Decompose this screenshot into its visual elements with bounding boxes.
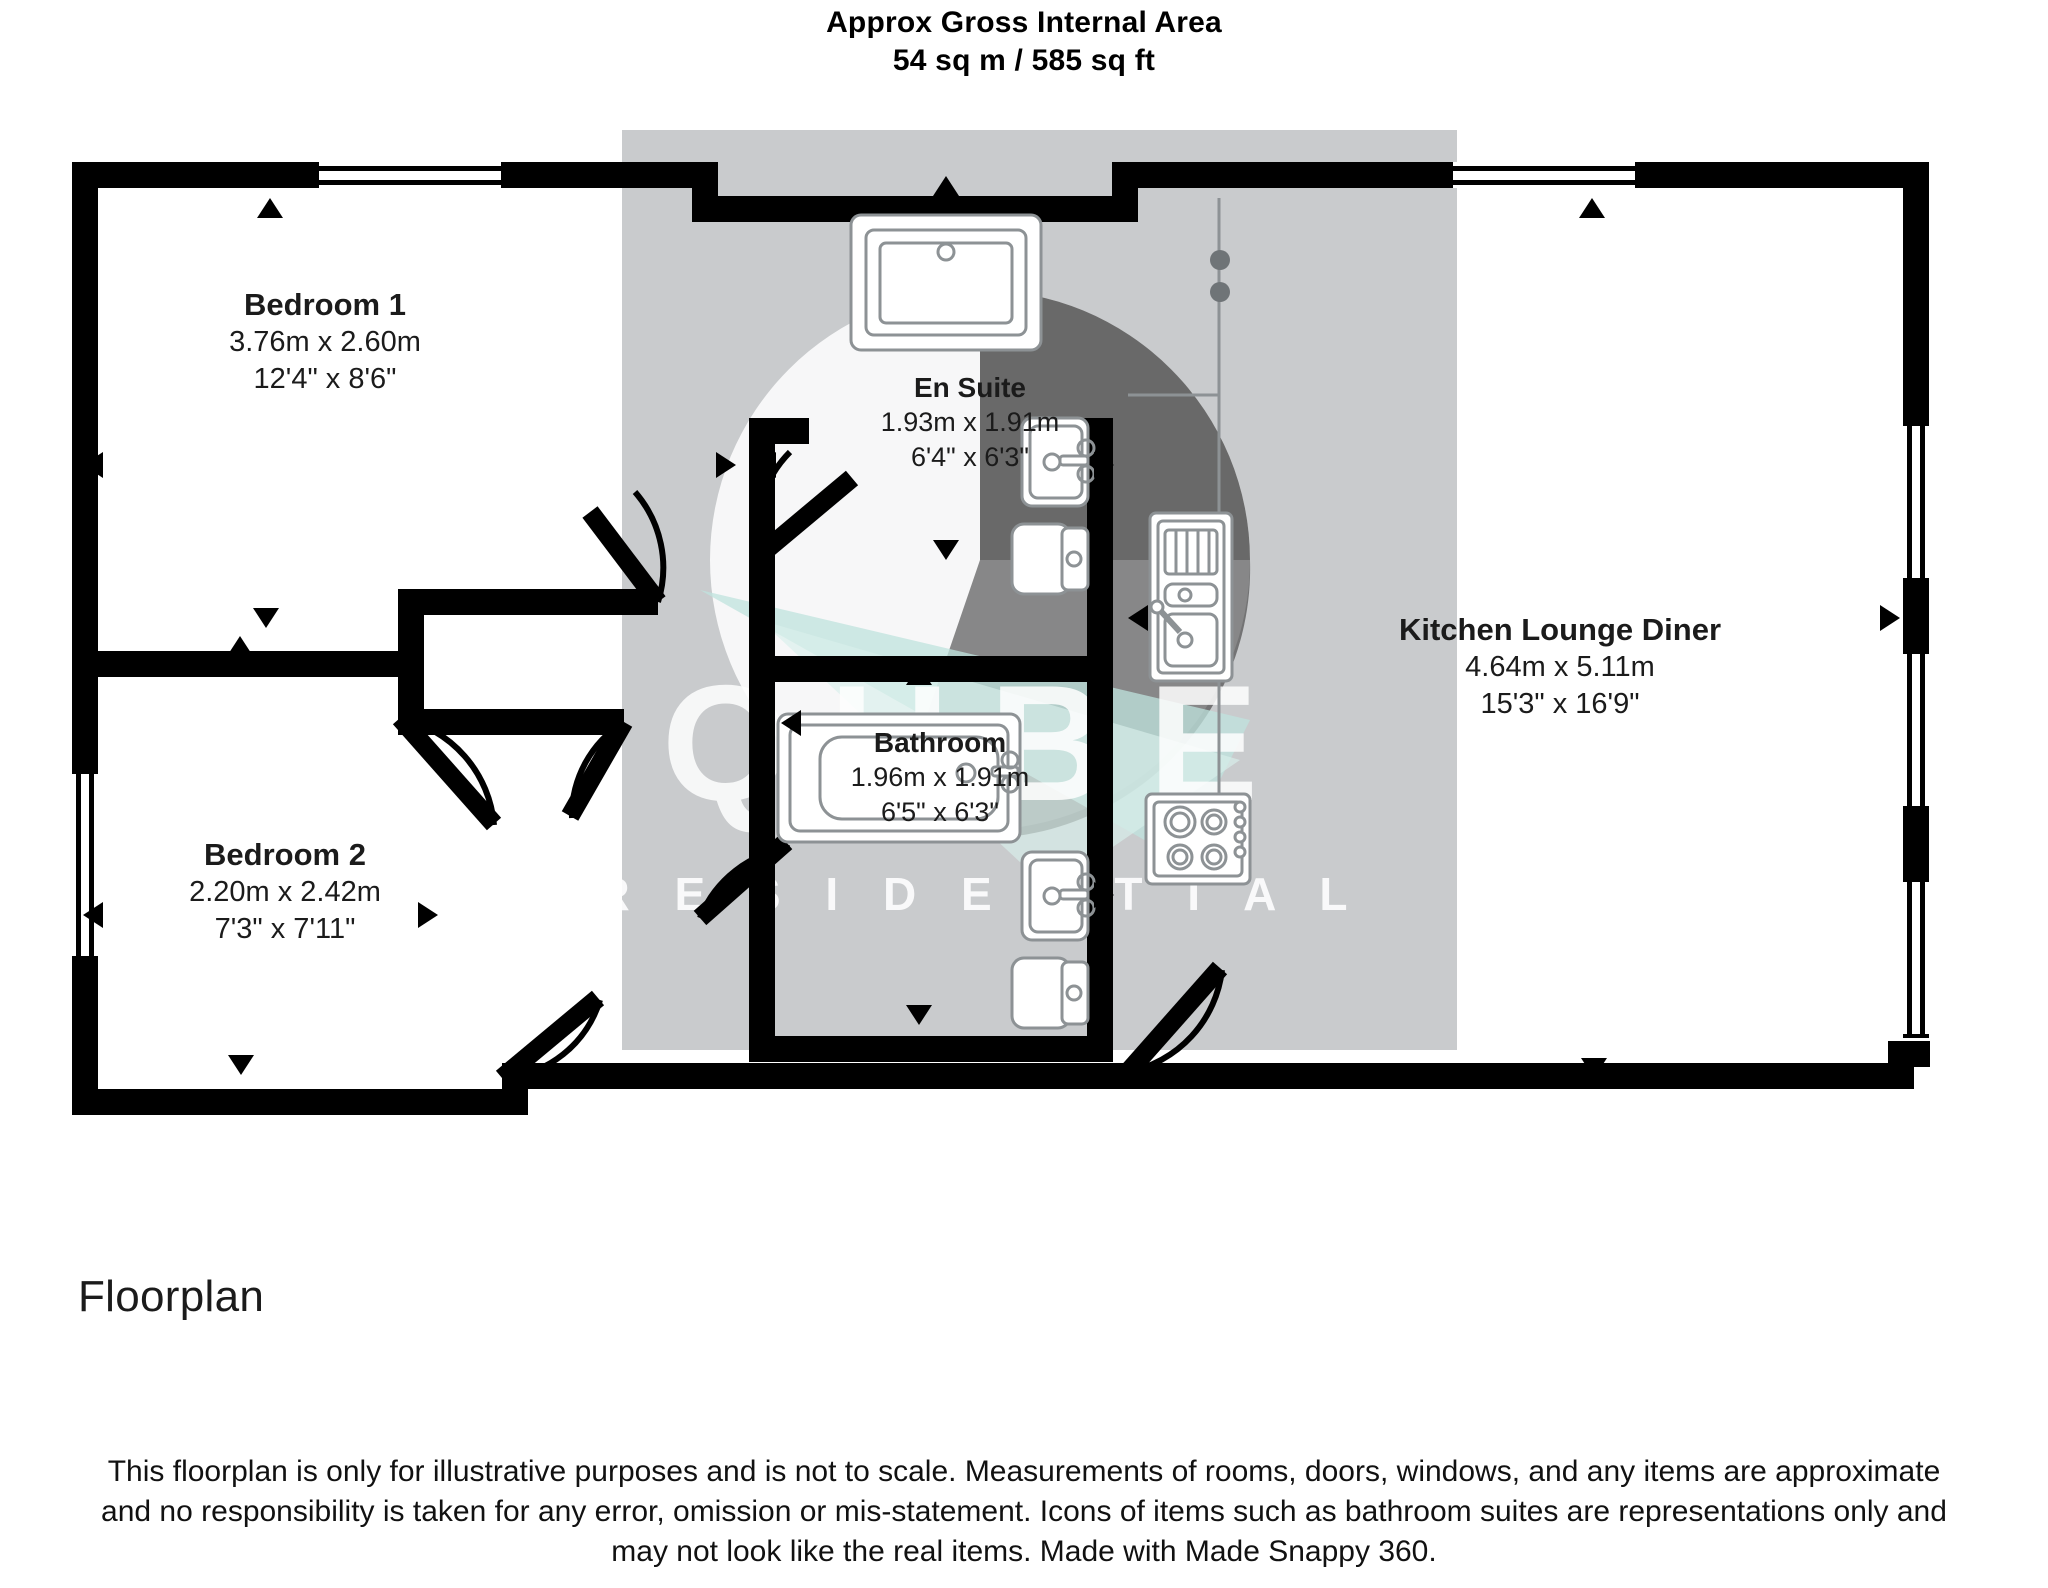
en-suite-toilet-icon [1010, 522, 1090, 596]
bathtub-icon [776, 712, 1022, 844]
floorplan-caption: Floorplan [78, 1272, 265, 1321]
shower-tray-icon [849, 213, 1043, 352]
en-suite-basin-icon [1020, 416, 1096, 508]
disclaimer-line-1: This floorplan is only for illustrative … [107, 1455, 1941, 1488]
gross-area-title: Approx Gross Internal Area [826, 6, 1222, 39]
page-header: Approx Gross Internal Area 54 sq m / 585… [0, 0, 2048, 80]
door-swings [392, 449, 1228, 1086]
footer-disclaimer: This floorplan is only for illustrative … [0, 1452, 2048, 1572]
kitchen-units [1128, 198, 1230, 820]
floorplan-drawing: QUBE R E S I D E N T I A L [0, 100, 2048, 1200]
gross-area-value: 54 sq m / 585 sq ft [892, 44, 1156, 77]
viewpoint-markers [83, 176, 1900, 1078]
bathroom-basin-icon [1020, 850, 1096, 942]
bathroom-toilet-icon [1010, 956, 1090, 1030]
kitchen-hob-icon [1144, 792, 1252, 886]
kitchen-sink-icon [1148, 511, 1234, 683]
disclaimer-line-2: and no responsibility is taken for any e… [101, 1495, 1947, 1528]
disclaimer-line-3: may not look like the real items. Made w… [611, 1535, 1437, 1568]
floorplan-svg: QUBE R E S I D E N T I A L [72, 130, 1930, 1115]
